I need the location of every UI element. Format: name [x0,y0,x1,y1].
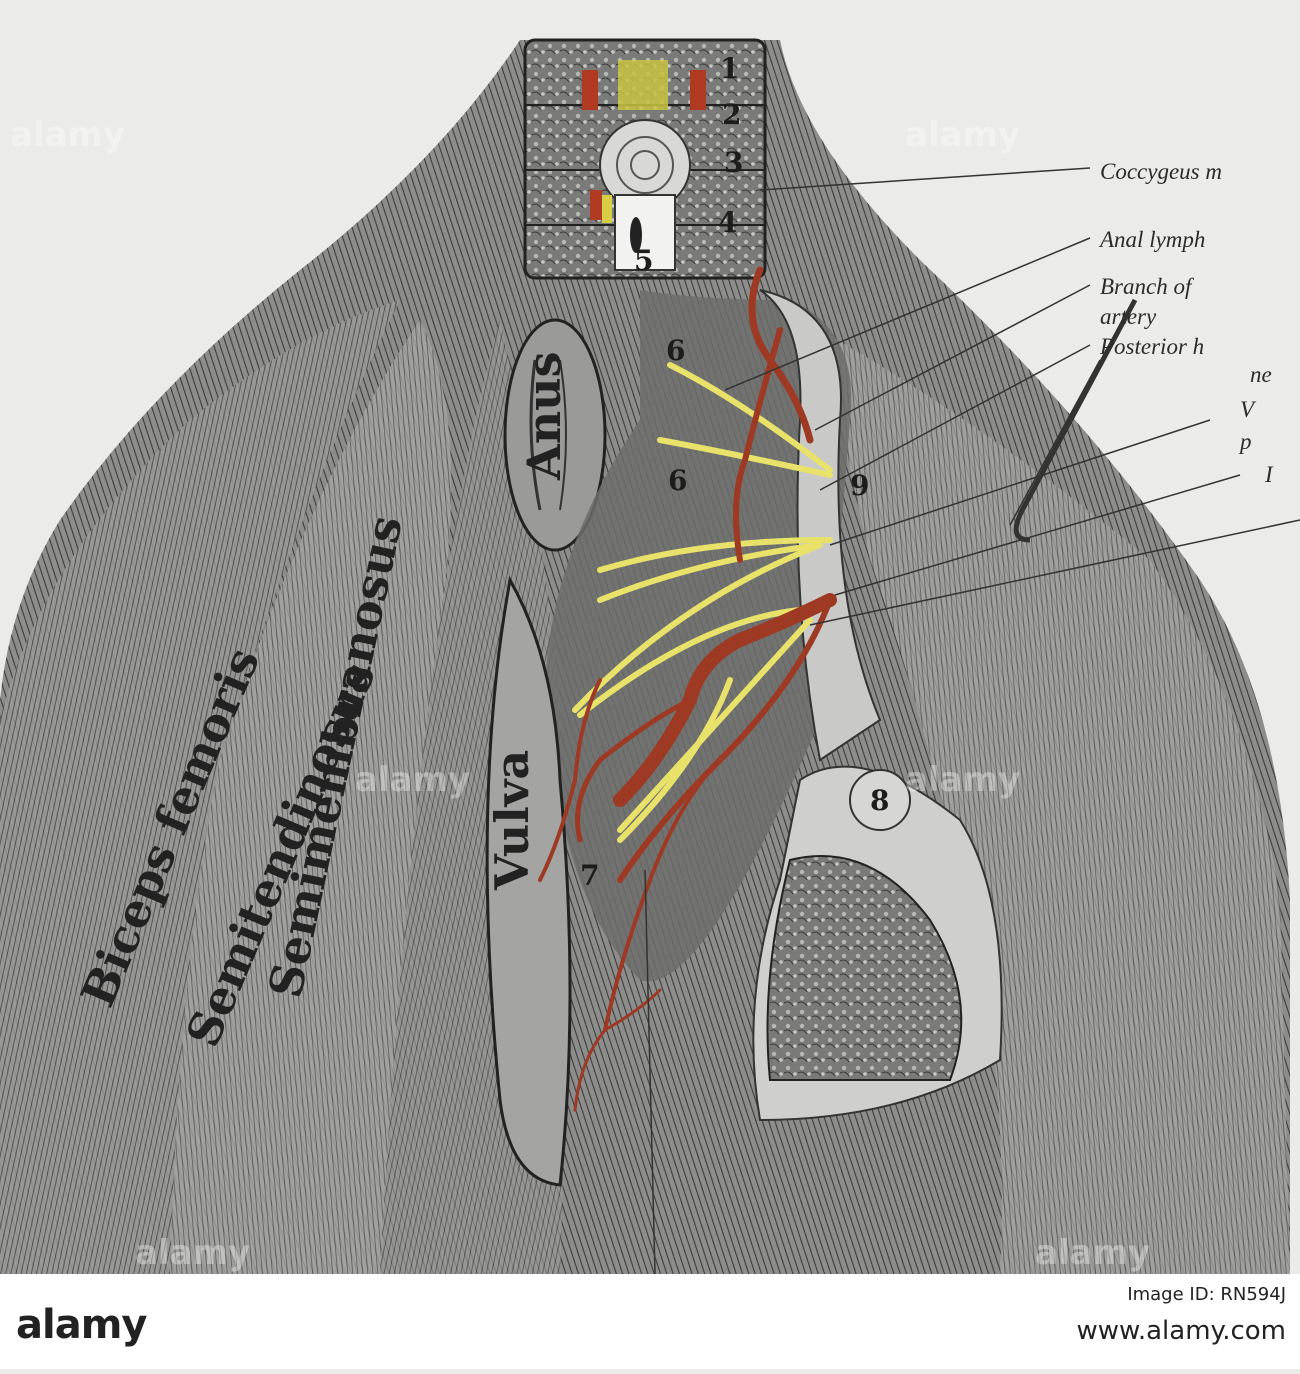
gluteus-region-right [820,330,1290,1274]
biceps-femoris-muscle [0,300,400,1274]
image-id: Image ID: RN594J [1127,1284,1286,1305]
number-8: 8 [870,784,889,817]
leader-lines [644,167,1300,1275]
ischial-tuberosity [849,769,911,831]
number-5: 5 [634,244,653,277]
arteries [538,266,837,1112]
alamy-logo[interactable]: alamy [16,1302,147,1348]
number-9: 9 [850,469,869,502]
number-3: 3 [724,146,743,179]
sacrum-section [523,38,767,280]
nerves [572,362,833,843]
number-6b: 6 [668,464,687,497]
vulva [485,575,572,1187]
label-ne: ne [1250,362,1272,387]
retractor-hook [1013,298,1138,543]
number-2: 2 [722,98,741,131]
label-branch-of: Branch of [1100,274,1192,299]
label-anal-lymph: Anal lymph [1100,227,1206,252]
label-i: I [1265,462,1273,487]
footer-bar [0,1274,1300,1369]
number-4: 4 [718,206,737,239]
semitendinosus-muscle [170,320,452,1274]
label-artery: artery [1100,304,1157,329]
number-1: 1 [720,52,739,85]
label-vulva: Vulva [485,750,539,891]
number-6a: 6 [666,334,685,367]
label-posterior: Posterior h [1100,334,1205,359]
femur-section [752,765,1003,1122]
label-anus: Anus [517,352,571,481]
anus [503,318,607,552]
number-7: 7 [580,859,599,892]
label-p: p [1240,429,1252,454]
label-coccygeus: Coccygeus m [1100,159,1222,184]
label-v: V [1240,397,1255,422]
fascia-band [759,289,882,762]
site-url[interactable]: www.alamy.com [1076,1316,1286,1346]
